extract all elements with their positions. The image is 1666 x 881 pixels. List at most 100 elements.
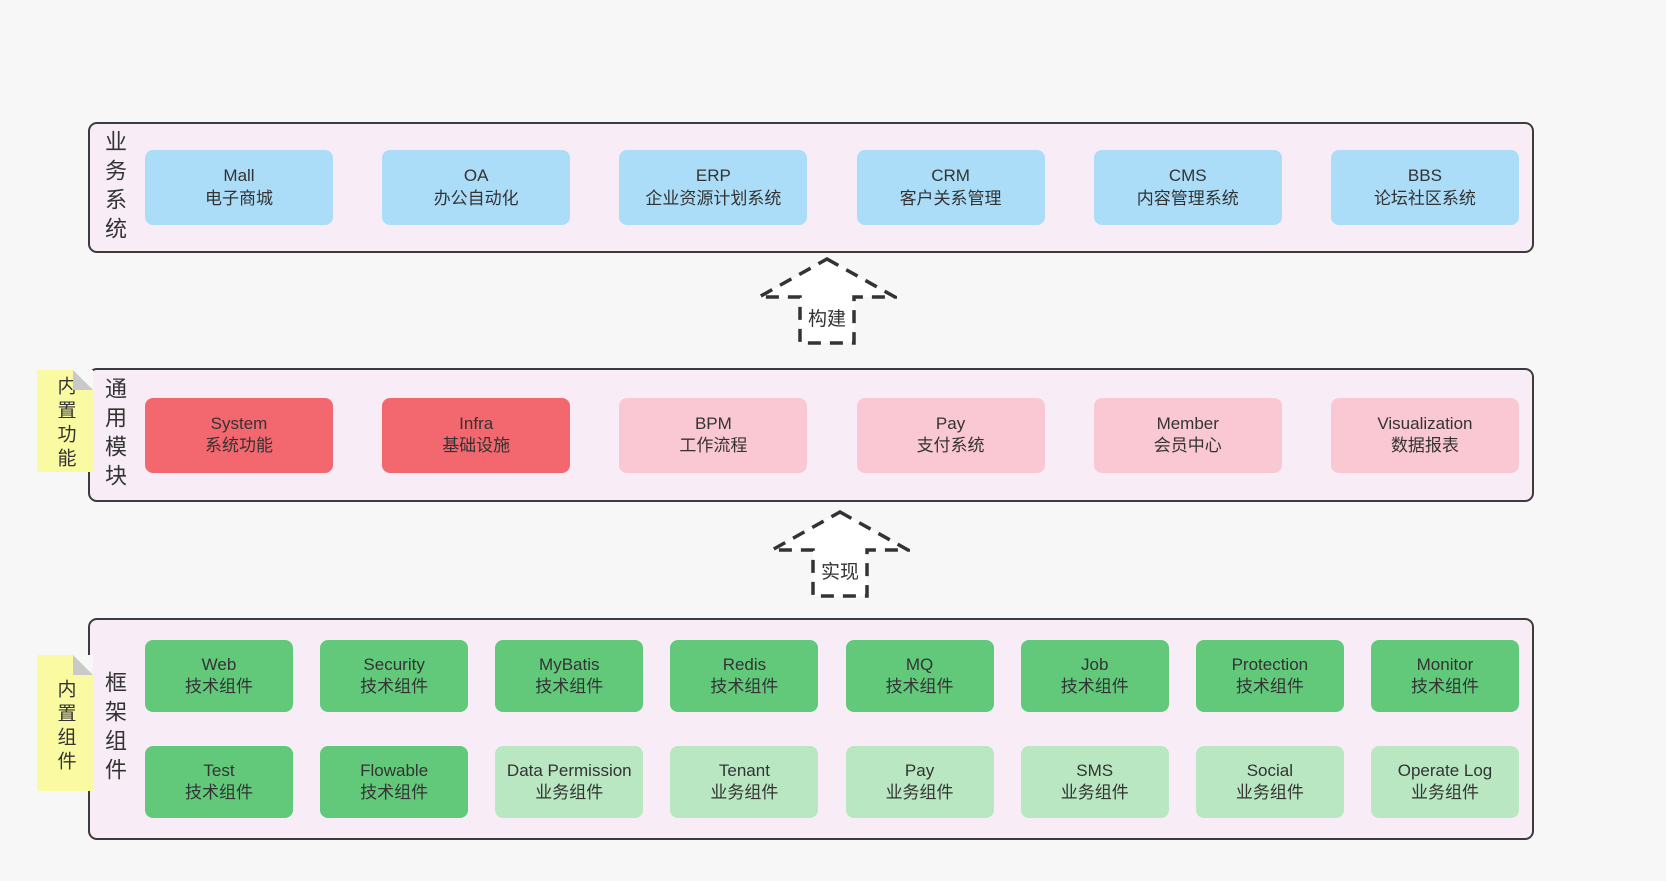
box-subtitle: 基础设施 xyxy=(442,436,511,455)
band-label-business-systems: 业务系统 xyxy=(102,129,127,246)
box-subtitle: 技术组件 xyxy=(360,783,429,802)
box-title: Data Permission xyxy=(506,760,632,780)
box-title: CRM xyxy=(931,166,970,186)
box-title: Flowable xyxy=(360,760,429,780)
box-title: OA xyxy=(463,166,489,186)
module-box-job: Job 技术组件 xyxy=(1020,640,1169,712)
module-box-web: Web 技术组件 xyxy=(145,640,293,712)
module-box-protection: Protection 技术组件 xyxy=(1195,640,1344,712)
box-title: Mall xyxy=(223,166,255,186)
box-title: ERP xyxy=(695,166,731,186)
dashed-up-arrow-build: 构建 xyxy=(757,257,897,345)
box-title: MyBatis xyxy=(539,654,600,674)
module-box-sms: SMS 业务组件 xyxy=(1020,746,1169,818)
box-subtitle: 技术组件 xyxy=(1235,677,1304,696)
box-title: Monitor xyxy=(1416,654,1474,674)
box-subtitle: 企业资源计划系统 xyxy=(645,188,782,208)
box-title: Social xyxy=(1246,760,1293,780)
box-subtitle: 系统功能 xyxy=(205,436,273,455)
module-box-pay: Pay 支付系统 xyxy=(856,397,1045,473)
box-subtitle: 数据报表 xyxy=(1390,436,1459,455)
box-subtitle: 技术组件 xyxy=(185,783,253,802)
box-subtitle: 办公自动化 xyxy=(433,188,519,208)
box-subtitle: 客户关系管理 xyxy=(899,188,1002,208)
box-title: MQ xyxy=(905,654,934,674)
box-subtitle: 业务组件 xyxy=(1410,783,1479,802)
box-title: Test xyxy=(203,760,235,780)
band-label-framework-components: 框架组件 xyxy=(102,671,127,787)
module-box-mq: MQ 技术组件 xyxy=(845,640,994,712)
box-subtitle: 业务组件 xyxy=(1060,783,1129,802)
module-box-infra: Infra 基础设施 xyxy=(382,397,571,473)
box-subtitle: 技术组件 xyxy=(535,677,604,696)
module-box-data-permission: Data Permission 业务组件 xyxy=(495,746,644,818)
box-subtitle: 业务组件 xyxy=(710,783,779,802)
module-box-redis: Redis 技术组件 xyxy=(670,640,819,712)
box-subtitle: 电子商城 xyxy=(205,188,273,208)
box-subtitle: 技术组件 xyxy=(1060,677,1129,696)
box-subtitle: 技术组件 xyxy=(710,677,779,696)
arrow-label-build: 构建 xyxy=(804,309,850,332)
box-title: Operate Log xyxy=(1397,760,1493,780)
box-title: Protection xyxy=(1231,654,1309,674)
band-label-common-modules: 通用模块 xyxy=(102,377,127,493)
box-subtitle: 业务组件 xyxy=(1235,783,1304,802)
box-subtitle: 业务组件 xyxy=(535,783,604,802)
box-subtitle: 技术组件 xyxy=(185,677,253,696)
box-title: Infra xyxy=(459,413,494,433)
module-box-system: System 系统功能 xyxy=(145,397,333,473)
module-box-test: Test 技术组件 xyxy=(145,746,293,818)
box-title: SMS xyxy=(1076,760,1114,780)
module-box-pay: Pay 业务组件 xyxy=(845,746,994,818)
module-box-visualization: Visualization 数据报表 xyxy=(1330,397,1519,473)
box-title: Security xyxy=(363,654,425,674)
box-title: Web xyxy=(201,654,237,674)
box-title: Member xyxy=(1156,413,1219,433)
module-box-flowable: Flowable 技术组件 xyxy=(320,746,469,818)
module-box-social: Social 业务组件 xyxy=(1195,746,1344,818)
box-title: Tenant xyxy=(718,760,770,780)
up-arrow-icon xyxy=(770,510,910,598)
box-title: Pay xyxy=(904,760,935,780)
module-box-operate-log: Operate Log 业务组件 xyxy=(1370,746,1519,818)
sticky-note-built-in-features: 内置功能 xyxy=(37,370,93,472)
box-subtitle: 工作流程 xyxy=(679,436,748,455)
box-subtitle: 技术组件 xyxy=(885,677,954,696)
box-subtitle: 内容管理系统 xyxy=(1136,188,1239,208)
box-title: System xyxy=(210,413,268,433)
sticky-note-built-in-components: 内置组件 xyxy=(37,655,93,791)
module-box-monitor: Monitor 技术组件 xyxy=(1370,640,1519,712)
box-title: CMS xyxy=(1168,166,1207,186)
box-title: BBS xyxy=(1407,166,1442,186)
arrow-label-implement: 实现 xyxy=(817,562,863,585)
module-box-mybatis: MyBatis 技术组件 xyxy=(495,640,644,712)
box-subtitle: 支付系统 xyxy=(916,436,985,455)
sticky-note-label: 内置功能 xyxy=(54,376,76,473)
box-title: Job xyxy=(1080,654,1109,674)
box-subtitle: 技术组件 xyxy=(360,677,429,696)
box-subtitle: 业务组件 xyxy=(885,783,954,802)
box-subtitle: 技术组件 xyxy=(1410,677,1479,696)
module-box-security: Security 技术组件 xyxy=(320,640,469,712)
box-subtitle: 论坛社区系统 xyxy=(1373,188,1476,208)
box-title: Redis xyxy=(722,654,767,674)
up-arrow-icon xyxy=(757,257,897,345)
module-box-tenant: Tenant 业务组件 xyxy=(670,746,819,818)
box-title: Visualization xyxy=(1377,413,1473,433)
sticky-note-label: 内置组件 xyxy=(54,679,76,776)
box-title: Pay xyxy=(935,413,966,433)
